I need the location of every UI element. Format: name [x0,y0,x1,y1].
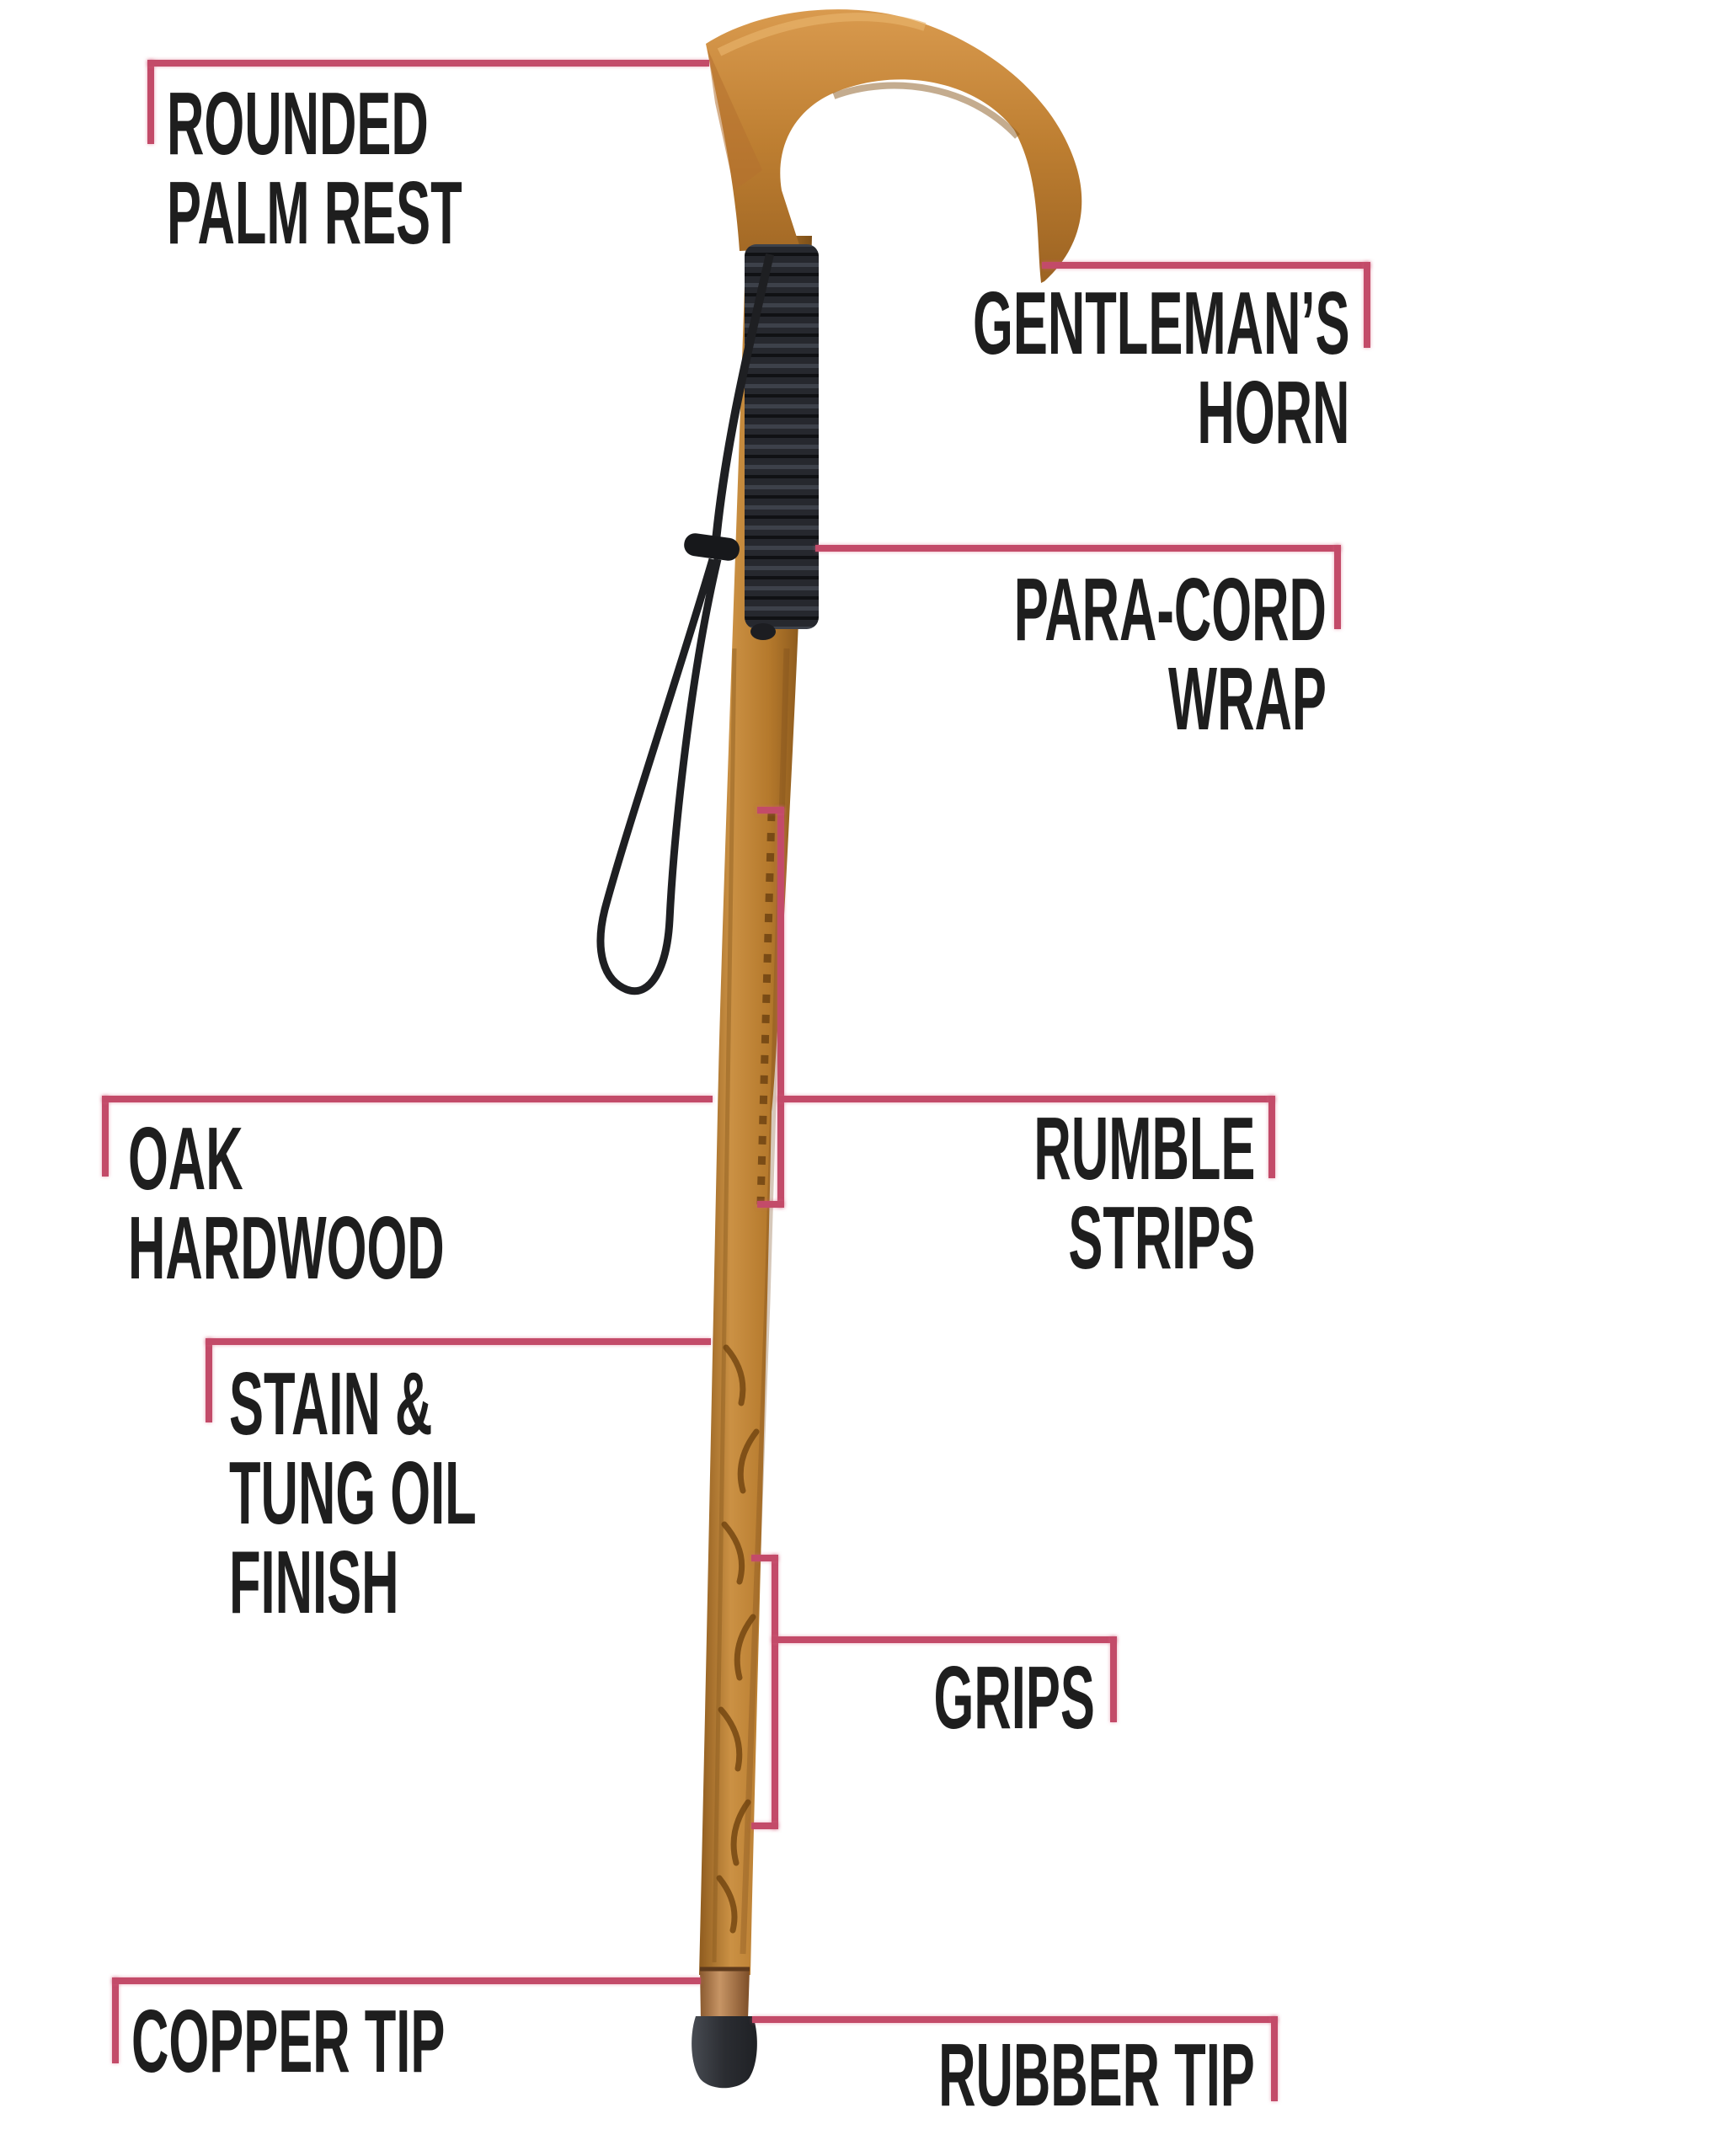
label-line: GRIPS [933,1648,1095,1748]
rumble-strips-label: RUMBLE STRIPS [1033,1104,1255,1283]
rubber-tip-leader [752,2016,1278,2023]
grips-label: GRIPS [934,1653,1095,1742]
gentlemans-horn-leader [1042,262,1370,269]
grips-tick [1110,1636,1117,1722]
rumble-strips-texture [756,812,776,1205]
label-line: ROUNDED [167,74,429,173]
rubber-tip-part [692,2016,757,2089]
label-line: RUBBER TIP [938,2025,1255,2125]
handle-highlight [717,13,927,56]
rumble-strips-bracket-bottom [757,1201,784,1208]
handle-inner-shade [832,82,1020,139]
stain-finish-tick [206,1338,212,1422]
oak-hardwood-tick [102,1096,109,1177]
oak-hardwood-leader [102,1096,713,1102]
gentlemans-horn-label: GENTLEMAN’S HORN [973,279,1349,457]
label-line: COPPER TIP [131,1992,446,2091]
label-line: STAIN & [229,1354,433,1454]
oak-hardwood-label: OAK HARDWOOD [128,1114,445,1293]
cord-slider [684,533,740,561]
label-line: FINISH [229,1533,399,1632]
lanyard-loop [596,558,722,995]
wrap-knot [750,623,776,640]
rumble-strips-bracket [777,807,784,1208]
copper-tip-part [700,1969,750,2020]
grip-carving-texture [716,1344,760,1934]
para-cord-wrap-label: PARA-CORD WRAP [1014,565,1327,744]
cane-handle [706,9,1082,283]
label-line: HORN [1196,363,1349,462]
label-line: RUMBLE [1033,1099,1255,1198]
stain-finish-leader [206,1338,711,1345]
rounded-palm-rest-leader [147,60,709,67]
para-cord-wrap-tick [1334,545,1341,629]
rubber-tip-tick [1271,2016,1278,2101]
grips-bracket-top [751,1555,778,1561]
lanyard-cord [712,253,774,542]
rumble-strips-leader [777,1096,1275,1102]
rubber-tip-label: RUBBER TIP [938,2031,1255,2120]
label-line: GENTLEMAN’S [972,274,1349,373]
cane-shaft [699,236,812,1975]
grips-bracket [772,1555,778,1829]
copper-tip-leader [112,1977,701,1984]
grips-bracket-bottom [751,1822,778,1829]
palm-rest-facet [708,49,762,190]
rounded-palm-rest-label: ROUNDED PALM REST [167,79,462,258]
label-line: PALM REST [167,163,462,263]
label-line: HARDWOOD [128,1198,445,1298]
rounded-palm-rest-tick [147,60,154,144]
grips-leader [772,1636,1117,1643]
label-line: WRAP [1168,649,1327,749]
stain-finish-label: STAIN & TUNG OIL FINISH [229,1359,477,1627]
copper-tip-tick [112,1977,119,2063]
label-line: TUNG OIL [229,1444,477,1543]
gentlemans-horn-tick [1364,262,1370,348]
label-line: OAK [128,1109,243,1209]
para-cord-wrap-leader [815,545,1341,552]
paracord-wrap-part [745,244,819,629]
wood-grain-streak [712,648,737,1963]
copper-tip-label: COPPER TIP [131,1997,445,2086]
label-line: STRIPS [1067,1188,1255,1288]
rumble-strips-bracket-top [757,807,784,814]
rumble-strips-tick [1268,1096,1275,1178]
label-line: PARA-CORD [1013,560,1327,659]
